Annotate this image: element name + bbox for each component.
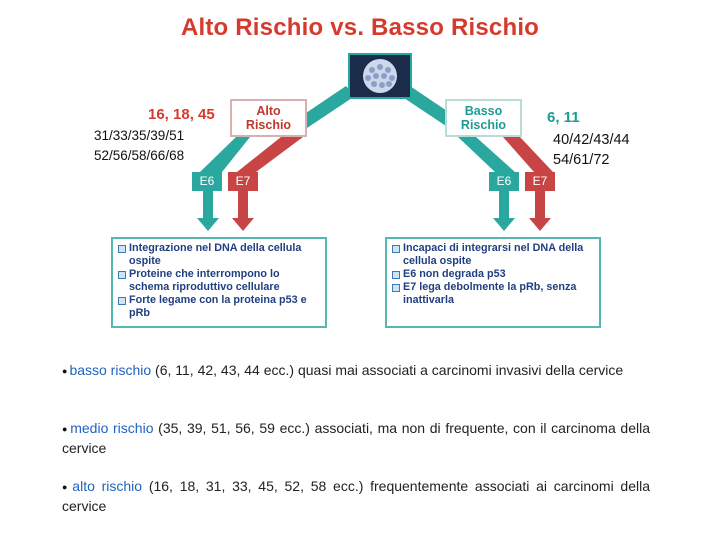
square-bullet-icon: [118, 271, 126, 279]
list-item: E7 lega debolmente la pRb, senza inattiv…: [392, 281, 594, 307]
low-risk-e7-box: E7: [525, 172, 555, 191]
note-text: (35, 39, 51, 56, 59 ecc.) associati, ma …: [62, 420, 651, 456]
list-item: Proteine che interrompono lo schema ripr…: [118, 268, 320, 294]
effect-text: Forte legame con la proteina p53 e pRb: [129, 294, 307, 319]
arrow-alto-to-e7: [237, 137, 303, 172]
note-medium-risk: ●medio rischio (35, 39, 51, 56, 59 ecc.)…: [62, 419, 650, 458]
note-lead: alto rischio: [72, 478, 143, 494]
high-risk-e7-box: E7: [228, 172, 258, 191]
high-risk-extra-line1: 31/33/35/39/51: [94, 128, 185, 143]
note-text: (6, 11, 42, 43, 44 ecc.) quasi mai assoc…: [151, 362, 624, 378]
high-risk-e6-box: E6: [192, 172, 222, 191]
low-risk-effects-box: Incapaci di integrarsi nel DNA della cel…: [385, 237, 601, 328]
arrow-basso-to-e6: [458, 137, 515, 172]
square-bullet-icon: [392, 271, 400, 279]
note-low-risk: ●basso rischio (6, 11, 42, 43, 44 ecc.) …: [62, 361, 650, 381]
high-risk-extra-line2: 52/56/58/66/68: [94, 148, 185, 163]
arrow-basso-to-e7: [503, 137, 553, 172]
note-text: (16, 18, 31, 33, 45, 52, 58 ecc.) freque…: [62, 478, 651, 514]
low-risk-extra-line1: 40/42/43/44: [553, 132, 630, 148]
effect-text: Integrazione nel DNA della cellula ospit…: [129, 242, 302, 267]
effect-text: Proteine che interrompono lo schema ripr…: [129, 268, 280, 293]
square-bullet-icon: [118, 245, 126, 253]
low-risk-extra-types: 40/42/43/44 54/61/72: [553, 130, 630, 170]
high-risk-extra-types: 31/33/35/39/51 52/56/58/66/68: [94, 126, 184, 166]
high-risk-effects-box: Integrazione nel DNA della cellula ospit…: [111, 237, 327, 328]
down-arrow-e6-left: [197, 191, 219, 231]
high-risk-main-types: 16, 18, 45: [148, 106, 215, 123]
low-risk-label: Basso Rischio: [445, 99, 522, 137]
low-risk-label-line1: Basso: [464, 104, 503, 118]
down-arrow-e7-right: [529, 191, 551, 231]
square-bullet-icon: [118, 297, 126, 305]
arrow-virus-to-alto: [300, 86, 355, 130]
effect-text: E7 lega debolmente la pRb, senza inattiv…: [403, 281, 577, 306]
low-risk-e6-box: E6: [489, 172, 519, 191]
down-arrow-e6-right: [493, 191, 515, 231]
low-risk-extra-line2: 54/61/72: [553, 152, 610, 168]
virus-icon: [348, 53, 412, 99]
page-title: Alto Rischio vs. Basso Rischio: [180, 14, 540, 41]
bullet-icon: ●: [62, 423, 69, 434]
list-item: Forte legame con la proteina p53 e pRb: [118, 294, 320, 320]
square-bullet-icon: [392, 245, 400, 253]
arrow-alto-to-e6: [200, 137, 250, 172]
effect-text: Incapaci di integrarsi nel DNA della cel…: [403, 242, 584, 267]
down-arrow-e7-left: [232, 191, 254, 231]
note-lead: medio rischio: [70, 420, 154, 436]
high-risk-label-line2: Rischio: [245, 118, 292, 132]
low-risk-main-types: 6, 11: [547, 109, 580, 126]
list-item: Incapaci di integrarsi nel DNA della cel…: [392, 242, 594, 268]
high-risk-label: Alto Rischio: [230, 99, 307, 137]
bullet-icon: ●: [62, 365, 68, 376]
note-lead: basso rischio: [69, 362, 152, 378]
square-bullet-icon: [392, 284, 400, 292]
effect-text: E6 non degrada p53: [403, 268, 506, 280]
arrow-virus-to-basso: [401, 86, 456, 130]
low-risk-label-line2: Rischio: [460, 118, 507, 132]
list-item: Integrazione nel DNA della cellula ospit…: [118, 242, 320, 268]
high-risk-label-line1: Alto: [256, 104, 281, 118]
bullet-icon: ●: [62, 481, 71, 492]
note-high-risk: ●alto rischio (16, 18, 31, 33, 45, 52, 5…: [62, 477, 650, 516]
list-item: E6 non degrada p53: [392, 268, 594, 281]
